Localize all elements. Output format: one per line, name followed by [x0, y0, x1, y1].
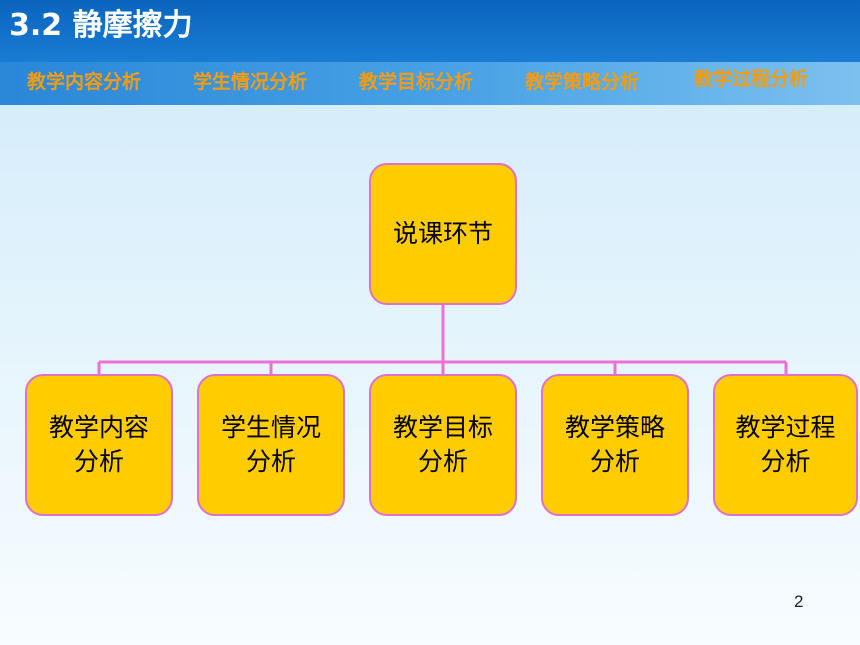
diagram-node-goal-analysis: 教学目标 分析	[369, 374, 517, 516]
diagram-node-content-analysis: 教学内容 分析	[25, 374, 173, 516]
nav-strip	[0, 62, 860, 105]
nav-item-content-analysis[interactable]: 教学内容分析	[27, 71, 142, 93]
nav-item-goal-analysis[interactable]: 教学目标分析	[359, 71, 474, 93]
node-label: 学生情况 分析	[220, 413, 321, 476]
nav-item-strategy-analysis[interactable]: 教学策略分析	[525, 71, 640, 93]
diagram-node-strategy-analysis: 教学策略 分析	[541, 374, 689, 516]
node-label: 教学过程 分析	[735, 413, 836, 476]
nav-item-process-analysis[interactable]: 教学过程分析	[694, 68, 809, 90]
root-node-label: 说课环节	[392, 219, 493, 248]
nav-item-student-analysis[interactable]: 学生情况分析	[193, 71, 308, 93]
diagram-node-process-analysis: 教学过程 分析	[713, 374, 858, 516]
page-number: 2	[794, 592, 804, 611]
diagram-root-node: 说课环节	[369, 163, 517, 305]
diagram-node-student-analysis: 学生情况 分析	[197, 374, 345, 516]
node-label: 教学策略 分析	[564, 413, 665, 476]
node-label: 教学内容 分析	[48, 413, 149, 476]
slide-title: 3.2 静摩擦力	[9, 8, 193, 43]
node-label: 教学目标 分析	[392, 413, 493, 476]
